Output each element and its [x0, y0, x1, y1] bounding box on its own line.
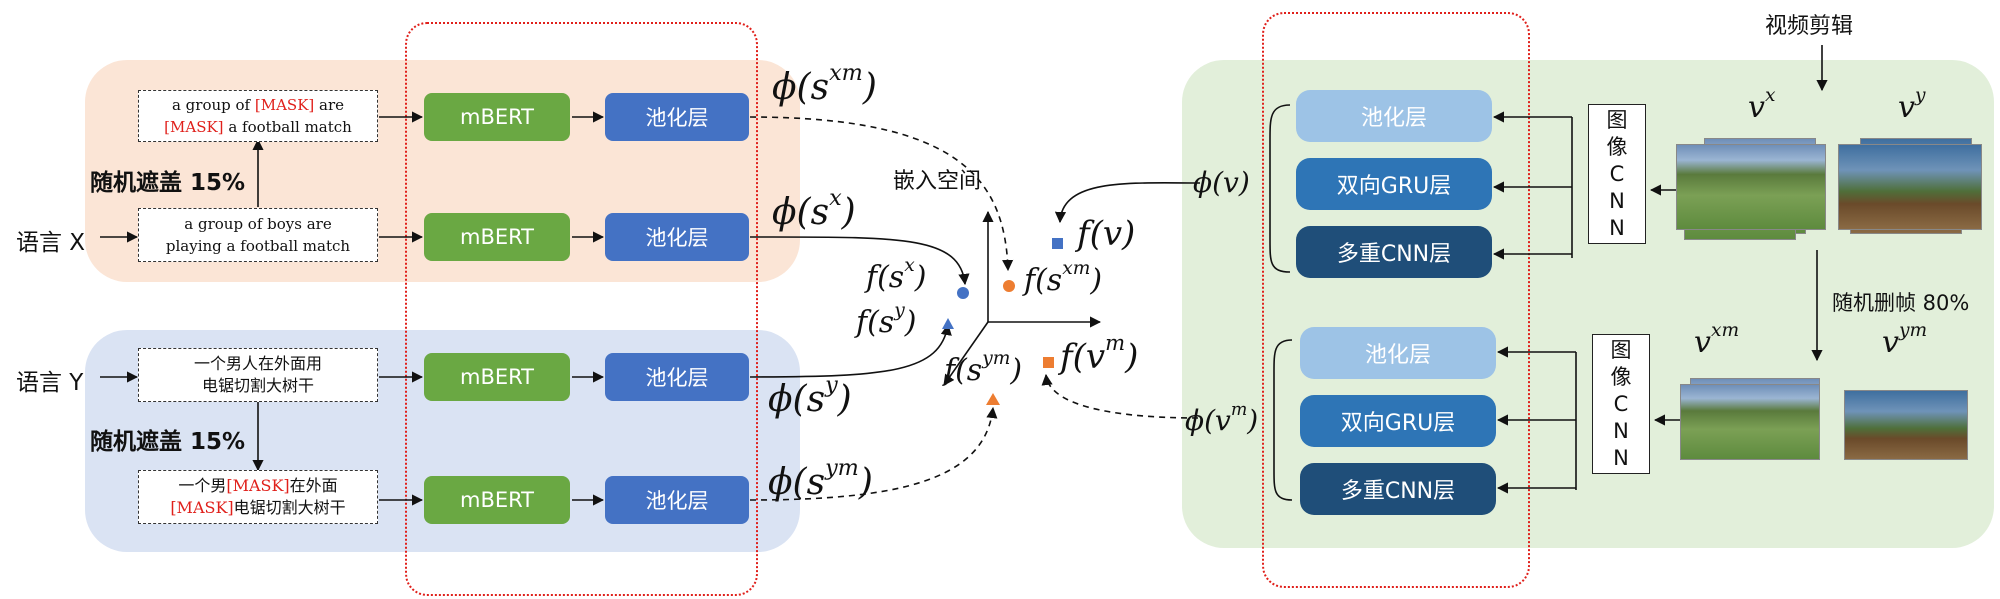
sentence-x-masked: a group of [MASK] are [MASK] a football … [138, 90, 378, 142]
phi-sym-label: ϕ(sym) [768, 455, 873, 503]
language-x-label: 语言 X [16, 230, 86, 256]
phi-sy-label: ϕ(sy) [768, 372, 852, 420]
fsy-label: f(sy) [856, 300, 917, 340]
mask-x-label: 随机遮盖 15% [90, 170, 246, 196]
video-gru-node-1: 双向GRU层 [1296, 158, 1492, 210]
point-fsxm [1003, 280, 1015, 292]
mbert-node-4: mBERT [424, 476, 570, 524]
mbert-node-2: mBERT [424, 213, 570, 261]
sentence-x: a group of boys are playing a football m… [138, 208, 378, 262]
vy-label: vy [1898, 85, 1926, 125]
sentence-y-masked: 一个男[MASK]在外面 [MASK]电锯切割大树干 [138, 470, 378, 524]
mbert-node-3: mBERT [424, 353, 570, 401]
video-pool-node-2: 池化层 [1300, 327, 1496, 379]
point-fvm [1043, 357, 1054, 368]
video-cnn-node-2: 多重CNN层 [1300, 463, 1496, 515]
sentence-y: 一个男人在外面用 电锯切割大树干 [138, 348, 378, 402]
language-y-label: 语言 Y [16, 370, 84, 396]
video-frame-y [1838, 144, 1982, 230]
frame-drop-label: 随机删帧 80% [1832, 291, 1970, 315]
vym-label: vym [1882, 320, 1928, 360]
pool-node-2: 池化层 [605, 213, 749, 261]
pool-node-1: 池化层 [605, 93, 749, 141]
point-fsx [957, 287, 969, 299]
embedding-space-title: 嵌入空间 [893, 169, 982, 194]
fsxm-label: f(sxm) [1024, 258, 1103, 298]
video-frame-x [1676, 144, 1826, 230]
phi-v-label: ϕ(v) [1193, 166, 1250, 199]
video-frame-ym [1844, 390, 1968, 460]
video-cnn-node-1: 多重CNN层 [1296, 226, 1492, 278]
video-edit-label: 视频剪辑 [1765, 14, 1854, 39]
shared-encoder-box [405, 22, 758, 596]
fv-label: f(v) [1077, 214, 1136, 254]
pool-node-3: 池化层 [605, 353, 749, 401]
point-fsy [942, 318, 954, 329]
shared-video-encoder-box [1262, 12, 1530, 588]
phi-vm-label: ϕ(vm) [1185, 400, 1259, 437]
fvm-label: f(vm) [1060, 330, 1139, 377]
mask-y-label: 随机遮盖 15% [90, 429, 246, 455]
video-frame-xm [1680, 384, 1820, 460]
fsx-label: f(sx) [866, 255, 927, 295]
vx-label: vx [1748, 85, 1776, 125]
video-gru-node-2: 双向GRU层 [1300, 395, 1496, 447]
phi-sxm-label: ϕ(sxm) [772, 60, 877, 108]
phi-sx-label: ϕ(sx) [772, 185, 856, 233]
pool-node-4: 池化层 [605, 476, 749, 524]
mbert-node-1: mBERT [424, 93, 570, 141]
point-fsym [986, 393, 1000, 405]
vxm-label: vxm [1694, 320, 1740, 360]
fsym-label: f(sym) [944, 348, 1023, 388]
point-fv [1052, 238, 1063, 249]
video-pool-node-1: 池化层 [1296, 90, 1492, 142]
